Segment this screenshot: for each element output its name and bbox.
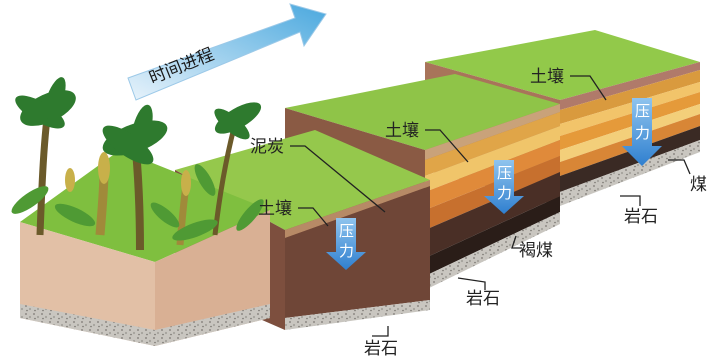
time-arrow bbox=[127, 3, 327, 101]
pressure-char: 压 bbox=[635, 102, 650, 120]
lignite-label: 褐煤 bbox=[519, 241, 553, 261]
coal-seam bbox=[560, 126, 700, 192]
block-forest bbox=[20, 150, 270, 346]
rock-leader-line bbox=[372, 326, 389, 337]
pressure-char: 力 bbox=[339, 242, 354, 260]
soil-label-block4: 土壤 bbox=[530, 66, 564, 87]
lignite-leader-line bbox=[511, 235, 522, 249]
pressure-arrow-block4: 压 力 bbox=[622, 98, 662, 166]
soil-leader-line bbox=[425, 129, 469, 163]
coal-label: 煤 bbox=[690, 175, 707, 195]
peat-leader-line bbox=[290, 145, 386, 213]
soil-label-block3: 土壤 bbox=[385, 120, 419, 141]
rock-label-block4: 岩石 bbox=[624, 207, 658, 227]
soil-label-block2: 土壤 bbox=[258, 198, 292, 219]
pressure-char: 压 bbox=[497, 164, 512, 182]
coal-leader-line bbox=[668, 159, 691, 175]
rock-leader-line bbox=[620, 195, 641, 206]
pressure-arrow-block3: 压 力 bbox=[484, 160, 524, 214]
time-label: 时间进程 bbox=[146, 45, 217, 89]
prehistoric-plants bbox=[11, 77, 264, 251]
pressure-char: 力 bbox=[497, 184, 512, 202]
pressure-char: 压 bbox=[339, 222, 354, 240]
pressure-char: 力 bbox=[635, 124, 650, 142]
peat-label: 泥炭 bbox=[250, 137, 284, 157]
rock-label-block2: 岩石 bbox=[364, 339, 398, 357]
rock-leader-line bbox=[457, 277, 486, 290]
pressure-arrow-block2: 压 力 bbox=[326, 218, 366, 270]
soil-leader-line bbox=[298, 207, 329, 227]
rock-label-block3: 岩石 bbox=[466, 289, 500, 309]
soil-leader-line bbox=[570, 75, 607, 101]
lignite-seam bbox=[425, 172, 560, 258]
